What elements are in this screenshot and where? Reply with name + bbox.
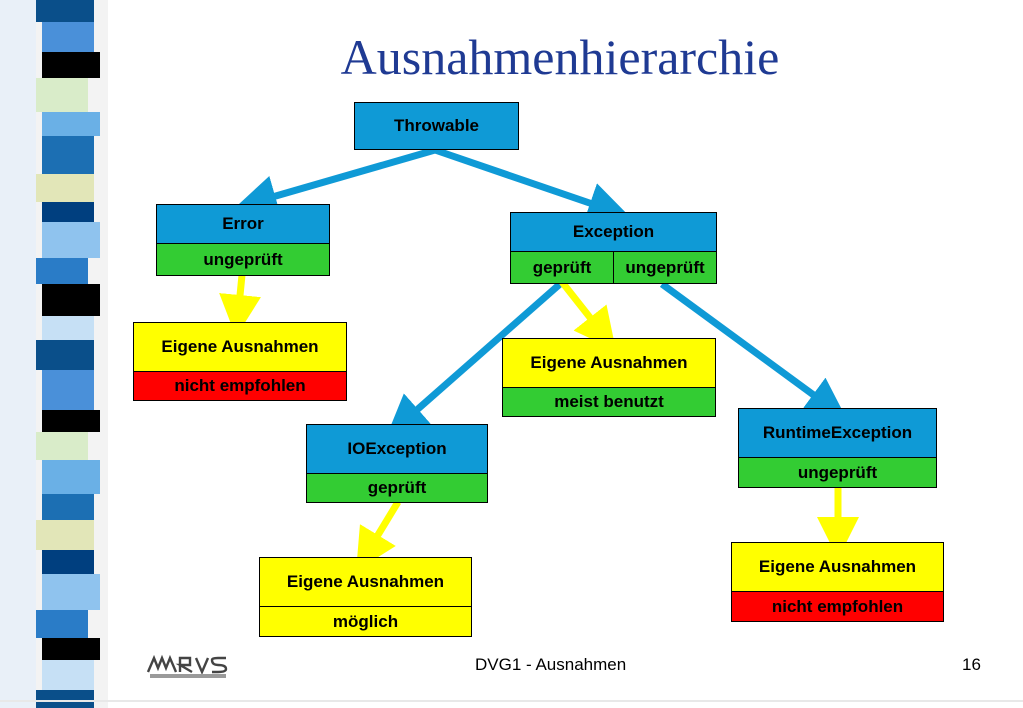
node-runtimeexception: RuntimeException ungeprüft [738, 408, 937, 488]
page-number: 16 [962, 655, 981, 674]
footer-divider [0, 700, 1023, 702]
stripe-block [42, 22, 94, 52]
stripe-block [36, 690, 94, 708]
stripe-block [36, 0, 94, 22]
stripe-block [42, 574, 100, 610]
arrow-io-eigene [356, 500, 401, 571]
node-ioexception: IOException geprüft [306, 424, 488, 503]
node-eigene-io-label: Eigene Ausnahmen [260, 558, 471, 606]
stripe-block [42, 638, 100, 660]
stripe-block [42, 316, 94, 340]
node-runtimeexception-sub: ungeprüft [739, 457, 936, 487]
node-ioexception-label: IOException [307, 425, 487, 473]
node-eigene-error: Eigene Ausnahmen nicht empfohlen [133, 322, 347, 401]
logo-image [146, 652, 230, 680]
stripe-block [36, 258, 88, 284]
stripe-block [42, 136, 94, 174]
arrow-exception-runtime [659, 281, 847, 420]
footer-title: DVG1 - Ausnahmen [475, 655, 627, 674]
stripe-block [36, 432, 88, 460]
decorative-stripe-bar [0, 0, 108, 708]
stripe-block [42, 370, 94, 410]
node-runtimeexception-label: RuntimeException [739, 409, 936, 457]
node-eigene-error-label: Eigene Ausnahmen [134, 323, 346, 371]
stripe-block [42, 202, 94, 222]
node-ioexception-sub: geprüft [307, 473, 487, 502]
stripe-block [36, 340, 94, 370]
node-eigene-runtime-label: Eigene Ausnahmen [732, 543, 943, 591]
node-throwable: Throwable [354, 102, 519, 150]
stripe-block [42, 112, 100, 136]
node-eigene-error-sub: nicht empfohlen [134, 371, 346, 400]
node-exception-label: Exception [511, 213, 716, 251]
node-exception: Exception geprüft ungeprüft [510, 212, 717, 284]
node-exception-sub-right: ungeprüft [614, 251, 716, 283]
stripe-block [42, 410, 100, 432]
node-exception-sub-left: geprüft [511, 251, 614, 283]
node-eigene-io: Eigene Ausnahmen möglich [259, 557, 472, 637]
node-error-label: Error [157, 205, 329, 243]
node-eigene-exception-sub: meist benutzt [503, 387, 715, 416]
stripe-block [42, 222, 100, 258]
node-error: Error ungeprüft [156, 204, 330, 276]
stripe-block [42, 660, 94, 690]
node-eigene-runtime: Eigene Ausnahmen nicht empfohlen [731, 542, 944, 622]
stripe-block [42, 550, 94, 574]
stripe-block [36, 610, 88, 638]
arrow-exception-eigene [559, 279, 617, 351]
stripe-block [42, 460, 100, 494]
arrow-exception-ioexception [386, 281, 563, 437]
node-eigene-exception-label: Eigene Ausnahmen [503, 339, 715, 387]
node-eigene-runtime-sub: nicht empfohlen [732, 591, 943, 621]
stripe-block [42, 284, 100, 316]
arrow-throwable-exception [433, 146, 630, 224]
stripe-block [36, 174, 94, 202]
page-title: Ausnahmenhierarchie [340, 29, 780, 85]
node-throwable-label: Throwable [355, 103, 518, 149]
stripe-block [36, 78, 88, 112]
stripe-block [42, 494, 94, 520]
stripe-block [36, 520, 94, 550]
node-eigene-io-sub: möglich [260, 606, 471, 636]
stripe-block [42, 52, 100, 78]
node-error-sub: ungeprüft [157, 243, 329, 275]
arrow-error-eigene [219, 274, 261, 337]
arrow-throwable-error [234, 146, 436, 217]
node-eigene-exception: Eigene Ausnahmen meist benutzt [502, 338, 716, 417]
